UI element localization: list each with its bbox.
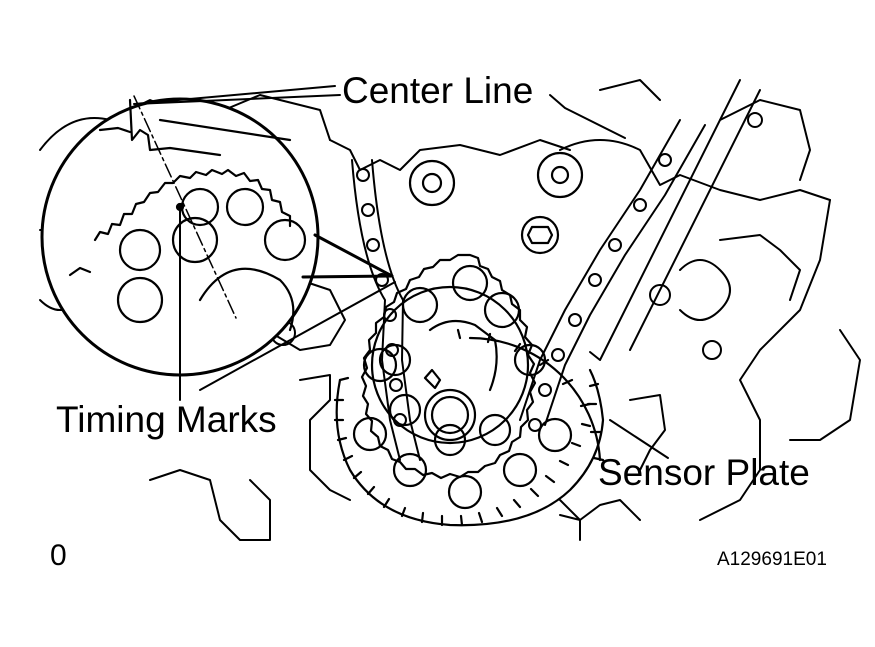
sensor-plate-label: Sensor Plate	[598, 452, 810, 493]
cam-sprocket	[360, 253, 547, 480]
corner-mark: 0	[50, 539, 67, 572]
center-line-label: Center Line	[342, 70, 534, 111]
leader-lines	[133, 85, 669, 459]
center-line-leader	[133, 85, 341, 105]
timing-chain-right	[519, 79, 761, 432]
sensor-plate-leader	[609, 419, 669, 459]
figure-code: A129691E01	[717, 549, 827, 570]
timing-marks-label: Timing Marks	[56, 399, 277, 440]
timing-marks-leader-2	[199, 281, 396, 391]
center-line-leader-right	[549, 94, 626, 139]
sensor-plate	[333, 328, 605, 527]
magnifier-pointer	[301, 233, 394, 279]
